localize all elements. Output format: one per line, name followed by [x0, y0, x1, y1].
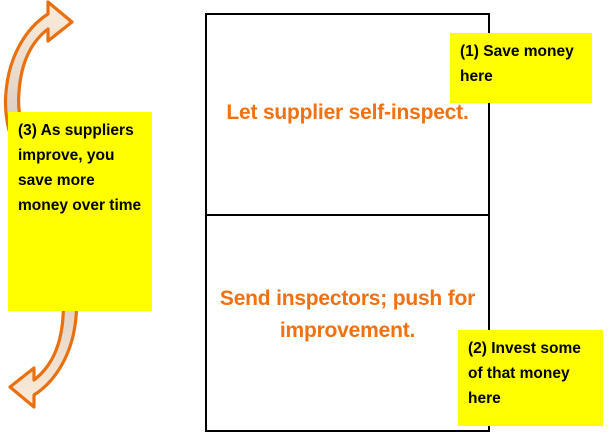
- callout-note-1: (1) Save money here: [450, 33, 592, 103]
- cycle-box: [205, 13, 490, 432]
- cycle-box-divider: [205, 214, 490, 216]
- callout-note-3: (3) As suppliers improve, you save more …: [8, 112, 152, 311]
- cycle-bottom-cell-label: Send inspectors; push for improvement.: [219, 287, 476, 342]
- cycle-top-cell-label: Let supplier self-inspect.: [226, 101, 469, 124]
- callout-note-2: (2) Invest some of that money here: [458, 330, 603, 426]
